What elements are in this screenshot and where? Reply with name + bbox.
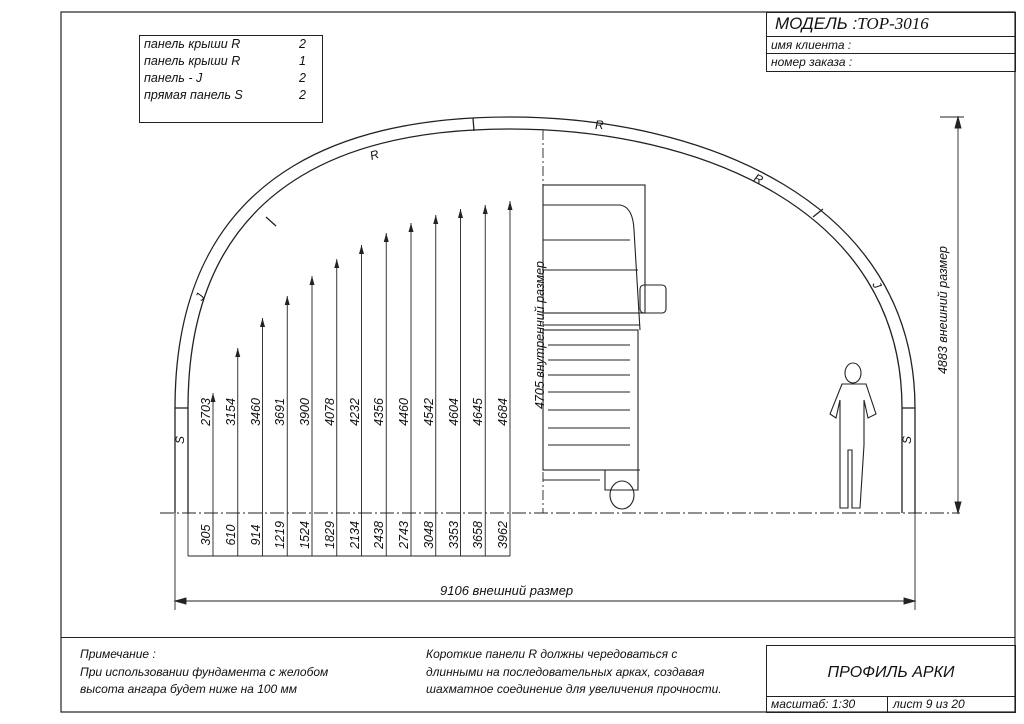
height-label: 4684 (496, 398, 510, 426)
outer-width-dimension: 9106 внешний размер (440, 583, 574, 598)
height-label: 4078 (322, 398, 337, 426)
offset-label: 2743 (397, 521, 411, 549)
offset-label: 1524 (298, 521, 312, 549)
model-row: МОДЕЛЬ :TOP-3016 (775, 14, 929, 34)
segment-label-r-top: R (595, 118, 604, 132)
height-arrow (309, 276, 315, 285)
offset-label: 3962 (496, 521, 510, 549)
panel-joints (175, 117, 915, 409)
height-arrow (458, 209, 463, 218)
panel-note-line-2: длинными на последовательных арках, созд… (426, 665, 705, 679)
height-label: 2703 (199, 398, 213, 426)
model-code: TOP-3016 (857, 14, 929, 33)
height-arrow (408, 223, 414, 232)
note-line-2: высота ангара будет ниже на 100 мм (80, 682, 298, 696)
height-label: 4460 (397, 398, 411, 426)
offset-label: 610 (223, 524, 238, 546)
height-label: 4645 (471, 398, 486, 426)
offset-label: 3048 (421, 521, 436, 549)
panel-list-qty: 2 (299, 37, 306, 51)
panel-note-line-1: Короткие панели R должны чередоваться с (426, 647, 678, 661)
model-label: МОДЕЛЬ : (775, 14, 858, 33)
height-arrow (433, 215, 439, 224)
height-arrow (284, 296, 290, 305)
offset-label: 2134 (347, 521, 362, 549)
offset-label: 305 (199, 524, 213, 546)
offset-label: 2438 (372, 521, 387, 549)
offset-label: 1829 (322, 521, 337, 549)
inner-height-dimension: 4705 внутренний размер (533, 260, 547, 410)
height-label: 3900 (298, 398, 312, 426)
outer-height-dimension-line (940, 115, 964, 515)
segment-label-s-left: S (173, 435, 188, 445)
height-arrow (482, 205, 488, 214)
dimension-extension-lines (174, 513, 916, 610)
height-arrow (507, 201, 513, 210)
offset-label: 3353 (446, 521, 461, 549)
panel-list-name: прямая панель S (144, 88, 243, 102)
outer-width-dimension-line (173, 597, 917, 605)
height-arrow (359, 245, 364, 254)
order-label: номер заказа : (771, 55, 853, 69)
offset-label: 1219 (273, 521, 288, 549)
panel-list-table: панель крыши R 2 панель крыши R 1 панель - J… (139, 35, 323, 123)
note-heading: Примечание : (80, 647, 156, 661)
height-arrow (210, 393, 216, 402)
height-label: 4356 (372, 398, 387, 426)
client-label: имя клиента : (771, 38, 852, 52)
drawing-title-block: ПРОФИЛЬ АРКИ масштаб: 1:30 лист 9 из 20 (766, 645, 1016, 713)
segment-label-s-right: S (900, 435, 915, 445)
height-arrow (235, 348, 241, 357)
panel-list-name: панель крыши R (144, 54, 241, 68)
title-block: МОДЕЛЬ :TOP-3016 имя клиента : номер зак… (766, 12, 1016, 72)
drawing-title: ПРОФИЛЬ АРКИ (827, 664, 955, 681)
person-illustration (829, 362, 877, 509)
sheet-label: лист 9 из 20 (893, 697, 965, 711)
notes-separator (61, 637, 1015, 638)
panel-list-qty: 2 (299, 71, 306, 85)
height-label: 3154 (223, 398, 238, 426)
scale-label: масштаб: 1:30 (771, 697, 856, 711)
note-line-1: При использовании фундамента с желобом (80, 665, 329, 679)
height-label: 3460 (248, 398, 263, 426)
outer-height-dimension: 4883 внешний размер (936, 245, 950, 375)
height-arrow (383, 233, 389, 242)
offset-label: 914 (248, 524, 263, 546)
drawing-frame (60, 11, 1016, 713)
panel-list-qty: 2 (299, 88, 306, 102)
height-dimension-lines (210, 201, 513, 556)
offset-label: 3658 (471, 521, 486, 549)
height-label: 3691 (273, 398, 288, 426)
panel-list-name: панель крыши R (144, 37, 241, 51)
height-label: 4542 (421, 398, 436, 426)
arch-outer (174, 116, 916, 513)
panel-note-line-3: шахматное соединение для увеличения проч… (426, 682, 722, 696)
truck-illustration (542, 184, 667, 510)
height-arrow (334, 259, 340, 268)
height-arrow (260, 318, 265, 327)
height-label: 4232 (347, 398, 362, 426)
height-label: 4604 (446, 398, 461, 426)
panel-list-qty: 1 (299, 54, 306, 68)
arch-inner (187, 128, 903, 513)
panel-list-name: панель - J (144, 71, 203, 85)
